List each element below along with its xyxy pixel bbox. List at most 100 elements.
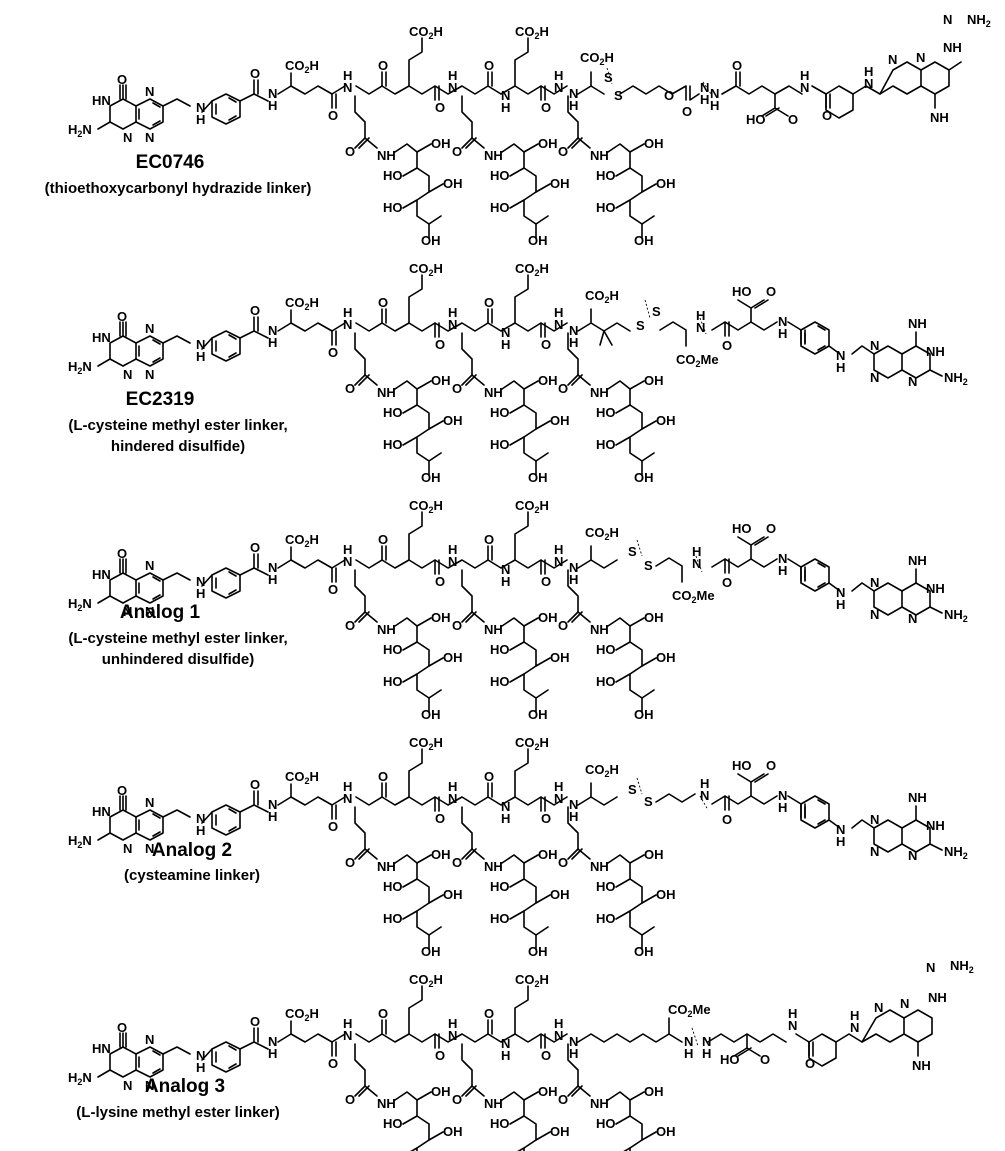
atom-label: OH xyxy=(644,847,664,862)
atom-label: O xyxy=(558,144,568,159)
atom-label: N xyxy=(196,337,205,352)
atom-label: N xyxy=(196,100,205,115)
atom-label: OH xyxy=(550,1124,570,1139)
atom-label: N xyxy=(448,317,457,332)
atom-label: O xyxy=(435,100,445,115)
atom-label: H xyxy=(778,563,787,578)
atom-label: N xyxy=(870,844,879,859)
atom-label: O xyxy=(766,284,776,299)
atom-label: CO2H xyxy=(285,769,319,786)
atom-label: NH xyxy=(484,1096,503,1111)
atom-label: N xyxy=(145,130,154,145)
atom-label: HO xyxy=(383,642,403,657)
compound-description: (cysteamine linker) xyxy=(124,867,260,884)
atom-label: N xyxy=(554,791,563,806)
atom-label: N xyxy=(874,1000,883,1015)
atom-label: CO2H xyxy=(409,972,443,989)
atom-label: NH xyxy=(377,859,396,874)
atom-label: HO xyxy=(383,168,403,183)
atom-label: H xyxy=(800,68,809,83)
atom-label: O xyxy=(541,574,551,589)
atom-label: N xyxy=(343,791,352,806)
atom-label: N xyxy=(343,317,352,332)
atom-label: H xyxy=(836,597,845,612)
atom-label: N xyxy=(145,84,154,99)
atom-label: O xyxy=(378,1006,388,1021)
atom-label: N xyxy=(700,788,709,803)
atom-label: CO2H xyxy=(285,58,319,75)
atom-label: O xyxy=(117,546,127,561)
compound-name: Analog 1 xyxy=(120,602,201,623)
atom-label: O xyxy=(378,769,388,784)
atom-label: OH xyxy=(656,413,676,428)
atom-label: N xyxy=(569,560,578,575)
atom-label: OH xyxy=(431,373,451,388)
atom-label: N xyxy=(788,1018,797,1033)
atom-label: HN xyxy=(92,804,111,819)
atom-label: S xyxy=(614,88,623,103)
atom-label: N xyxy=(569,323,578,338)
atom-label: N xyxy=(448,791,457,806)
atom-label: OH xyxy=(634,470,654,485)
atom-label: N xyxy=(569,797,578,812)
atom-label: H xyxy=(196,1060,205,1075)
atom-label: N xyxy=(268,560,277,575)
atom-label: N xyxy=(778,314,787,329)
atom-label: N xyxy=(554,80,563,95)
atom-label: N xyxy=(196,574,205,589)
atom-label: N xyxy=(268,86,277,101)
atom-label: OH xyxy=(443,1124,463,1139)
atom-label: O xyxy=(788,112,798,127)
atom-label: CO2Me xyxy=(668,1002,711,1019)
atom-label: N xyxy=(870,370,879,385)
atom-label: H xyxy=(778,800,787,815)
atom-label: S xyxy=(652,304,661,319)
atom-label: S xyxy=(644,794,653,809)
atom-label: H xyxy=(554,779,563,794)
atom-label: NH xyxy=(926,818,945,833)
atom-label: O xyxy=(452,144,462,159)
atom-label: O xyxy=(345,855,355,870)
atom-label: H xyxy=(864,64,873,79)
atom-label: N xyxy=(778,788,787,803)
atom-label: O xyxy=(435,1048,445,1063)
atom-label: OH xyxy=(528,233,548,248)
atom-label: N xyxy=(870,575,879,590)
atom-label: O xyxy=(732,58,742,73)
atom-label: H xyxy=(692,544,701,559)
atom-label: N xyxy=(196,811,205,826)
atom-label: OH xyxy=(431,136,451,151)
atom-label: NH xyxy=(484,859,503,874)
atom-label: N xyxy=(145,321,154,336)
atom-label: N xyxy=(569,1034,578,1049)
atom-label: HO xyxy=(383,911,403,926)
atom-label: HO xyxy=(490,642,510,657)
atom-label: H xyxy=(778,326,787,341)
atom-label: OH xyxy=(644,136,664,151)
atom-label: N xyxy=(145,367,154,382)
atom-label: CO2H xyxy=(409,24,443,41)
atom-label: HO xyxy=(596,168,616,183)
atom-label: H xyxy=(554,305,563,320)
atom-label: H xyxy=(448,779,457,794)
atom-label: N xyxy=(123,841,132,856)
atom-label: N xyxy=(501,562,510,577)
atom-label: HN xyxy=(92,1041,111,1056)
atom-label: H xyxy=(268,335,277,350)
atom-label: O xyxy=(378,532,388,547)
atom-label: O xyxy=(558,855,568,870)
atom-label: H xyxy=(710,98,719,113)
atom-label: N xyxy=(196,1048,205,1063)
atom-label: H xyxy=(554,1016,563,1031)
atom-label: NH2 xyxy=(944,844,968,861)
atom-label: N xyxy=(864,76,873,91)
atom-label: N xyxy=(908,374,917,389)
atom-label: NH2 xyxy=(950,958,974,975)
atom-label: CO2H xyxy=(515,24,549,41)
atom-label: HO xyxy=(596,642,616,657)
atom-label: HO xyxy=(490,168,510,183)
atom-label: NH xyxy=(377,385,396,400)
atom-label: N xyxy=(943,12,952,27)
atom-label: O xyxy=(435,574,445,589)
